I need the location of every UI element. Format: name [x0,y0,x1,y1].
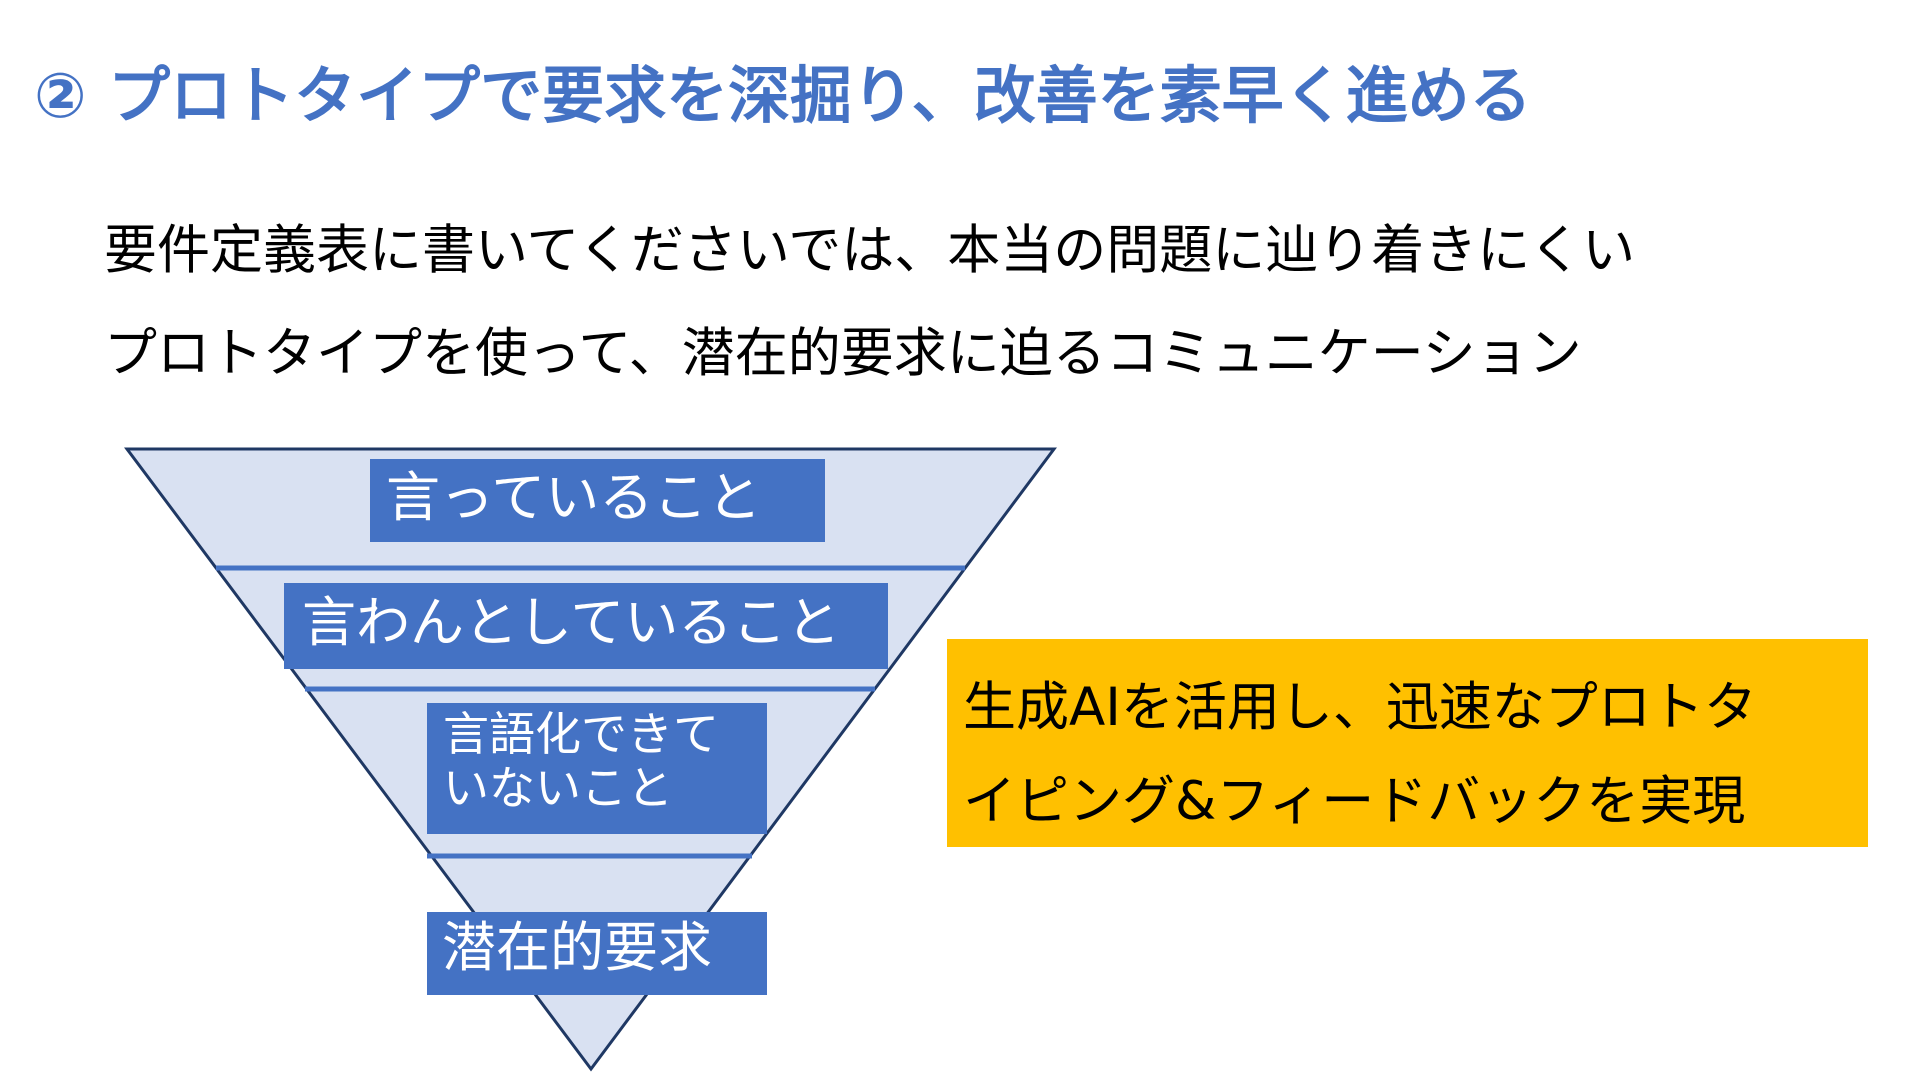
funnel-level-meant: 言わんとしていること [284,583,888,669]
funnel-level-meant-label: 言わんとしていること [302,591,841,654]
body-line-2: プロトタイプを使って、潜在的要求に迫るコミュニケーション [104,323,1582,384]
callout-line-1: 生成AIを活用し、迅速なプロトタ [963,677,1757,738]
funnel-level-said: 言っていること [370,459,825,542]
funnel-level-unverbalized: 言語化できて いないこと [427,703,767,834]
funnel-level-latent-needs: 潜在的要求 [427,912,767,995]
funnel-level-latent-needs-label: 潜在的要求 [442,916,712,979]
slide-title: ② プロトタイプで要求を深掘り、改善を素早く進める [34,59,1532,132]
callout-line-2: イピング&フィードバックを実現 [963,771,1746,832]
funnel-level-said-label: 言っていること [386,466,762,529]
funnel-level-unverbalized-line2: いないこと [443,761,673,816]
funnel-level-unverbalized-line1: 言語化できて [443,707,719,761]
body-line-1: 要件定義表に書いてくださいでは、本当の問題に辿り着きにくい [104,220,1636,281]
callout-box: 生成AIを活用し、迅速なプロトタ イピング&フィードバックを実現 [947,639,1868,847]
